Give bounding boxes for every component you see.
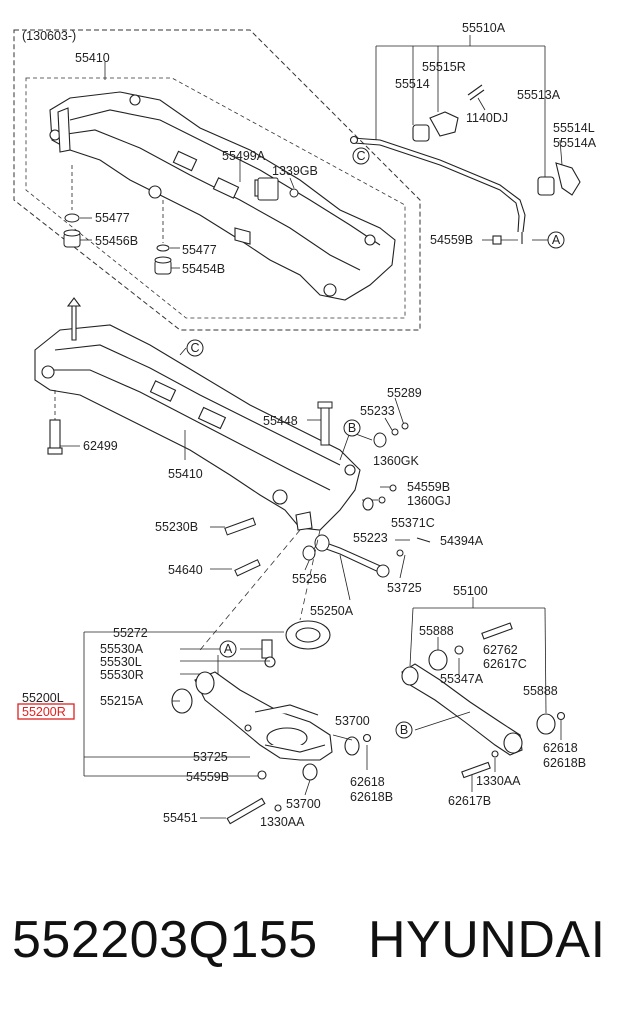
label-62618b-b: 62618B bbox=[543, 756, 586, 770]
label-53700-a: 53700 bbox=[335, 714, 370, 728]
label-55514a: 55514A bbox=[553, 136, 597, 150]
part-number: 552203Q155 bbox=[12, 911, 318, 969]
label-62618-a: 62618 bbox=[350, 775, 385, 789]
callout-b-bot: B bbox=[395, 721, 413, 739]
label-62618b-a: 62618B bbox=[350, 790, 393, 804]
callout-a-top: A bbox=[532, 231, 565, 249]
label-55451: 55451 bbox=[163, 811, 198, 825]
label-1360gj: 1360GJ bbox=[407, 494, 451, 508]
svg-text:C: C bbox=[190, 341, 199, 355]
label-62617c: 62617C bbox=[483, 657, 527, 671]
label-55200r-highlighted: 55200R bbox=[22, 705, 66, 719]
main-subframe-drawing bbox=[34, 297, 361, 531]
revision-label: (130603-) bbox=[22, 29, 76, 43]
svg-text:A: A bbox=[224, 642, 233, 656]
trailing-leaders bbox=[409, 597, 562, 792]
label-55456b: 55456B bbox=[95, 234, 138, 248]
label-1330aa-b: 1330AA bbox=[260, 815, 305, 829]
highlight-box-55200r bbox=[17, 703, 75, 720]
label-55448: 55448 bbox=[263, 414, 298, 428]
parts-diagram: (130603-) 55410 55499 bbox=[13, 21, 597, 829]
label-55250a: 55250A bbox=[310, 604, 354, 618]
guide-lines bbox=[199, 529, 321, 651]
label-55289: 55289 bbox=[387, 386, 422, 400]
label-1339gb: 1339GB bbox=[272, 164, 318, 178]
label-62762: 62762 bbox=[483, 643, 518, 657]
label-55888-a: 55888 bbox=[419, 624, 454, 638]
upper-bushings bbox=[63, 177, 299, 275]
label-55410-mid: 55410 bbox=[168, 467, 203, 481]
label-55371c: 55371C bbox=[391, 516, 435, 530]
label-53725-b: 53725 bbox=[193, 750, 228, 764]
label-55530a: 55530A bbox=[100, 642, 144, 656]
label-55510a: 55510A bbox=[462, 21, 506, 35]
label-55100: 55100 bbox=[453, 584, 488, 598]
label-55530l: 55530L bbox=[100, 655, 142, 669]
lower-leaders bbox=[83, 631, 368, 819]
label-62617b: 62617B bbox=[448, 794, 491, 808]
label-55223: 55223 bbox=[353, 531, 388, 545]
footer: 552203Q155 HYUNDAI bbox=[0, 900, 618, 980]
callout-b-mid: B bbox=[343, 419, 361, 437]
callout-a-bot: A bbox=[219, 640, 237, 658]
label-55515r: 55515R bbox=[422, 60, 466, 74]
label-53725-a: 53725 bbox=[387, 581, 422, 595]
brand-name: HYUNDAI bbox=[368, 911, 606, 969]
label-54640: 54640 bbox=[168, 563, 203, 577]
label-55514: 55514 bbox=[395, 77, 430, 91]
svg-text:C: C bbox=[356, 149, 365, 163]
label-54559b-mid: 54559B bbox=[407, 480, 450, 494]
middle-hardware bbox=[224, 401, 431, 578]
label-55230b: 55230B bbox=[155, 520, 198, 534]
lower-arm-drawing bbox=[171, 620, 372, 825]
label-55888-b: 55888 bbox=[523, 684, 558, 698]
label-1140dj: 1140DJ bbox=[466, 111, 508, 125]
label-55513a: 55513A bbox=[517, 88, 561, 102]
label-55347a: 55347A bbox=[440, 672, 484, 686]
callout-c-mid: C bbox=[186, 339, 204, 357]
label-55530r: 55530R bbox=[100, 668, 144, 682]
label-62499: 62499 bbox=[83, 439, 118, 453]
svg-text:B: B bbox=[400, 723, 408, 737]
label-55410-top: 55410 bbox=[75, 51, 110, 65]
stabilizer-bar-drawing bbox=[349, 84, 581, 245]
label-55272: 55272 bbox=[113, 626, 148, 640]
label-54559b-bot: 54559B bbox=[186, 770, 229, 784]
svg-text:A: A bbox=[552, 233, 561, 247]
label-1360gk: 1360GK bbox=[373, 454, 420, 468]
svg-text:B: B bbox=[348, 421, 356, 435]
upper-leaders bbox=[71, 62, 295, 269]
label-54559b-top: 54559B bbox=[430, 233, 473, 247]
label-55200l: 55200L bbox=[22, 691, 64, 705]
label-62618-b: 62618 bbox=[543, 741, 578, 755]
label-55215a: 55215A bbox=[100, 694, 144, 708]
subframe-detail-frame bbox=[13, 29, 421, 331]
label-55514l: 55514L bbox=[553, 121, 595, 135]
stabilizer-leaders bbox=[375, 35, 563, 241]
callout-c-top: C bbox=[352, 147, 370, 165]
label-55477-b: 55477 bbox=[182, 243, 217, 257]
label-55454b: 55454B bbox=[182, 262, 225, 276]
label-53700-b: 53700 bbox=[286, 797, 321, 811]
label-55499a: 55499A bbox=[222, 149, 266, 163]
label-55477-a: 55477 bbox=[95, 211, 130, 225]
label-54394a: 54394A bbox=[440, 534, 484, 548]
label-1330aa-a: 1330AA bbox=[476, 774, 521, 788]
subframe-detail-inner-frame bbox=[25, 77, 406, 319]
label-55233: 55233 bbox=[360, 404, 395, 418]
